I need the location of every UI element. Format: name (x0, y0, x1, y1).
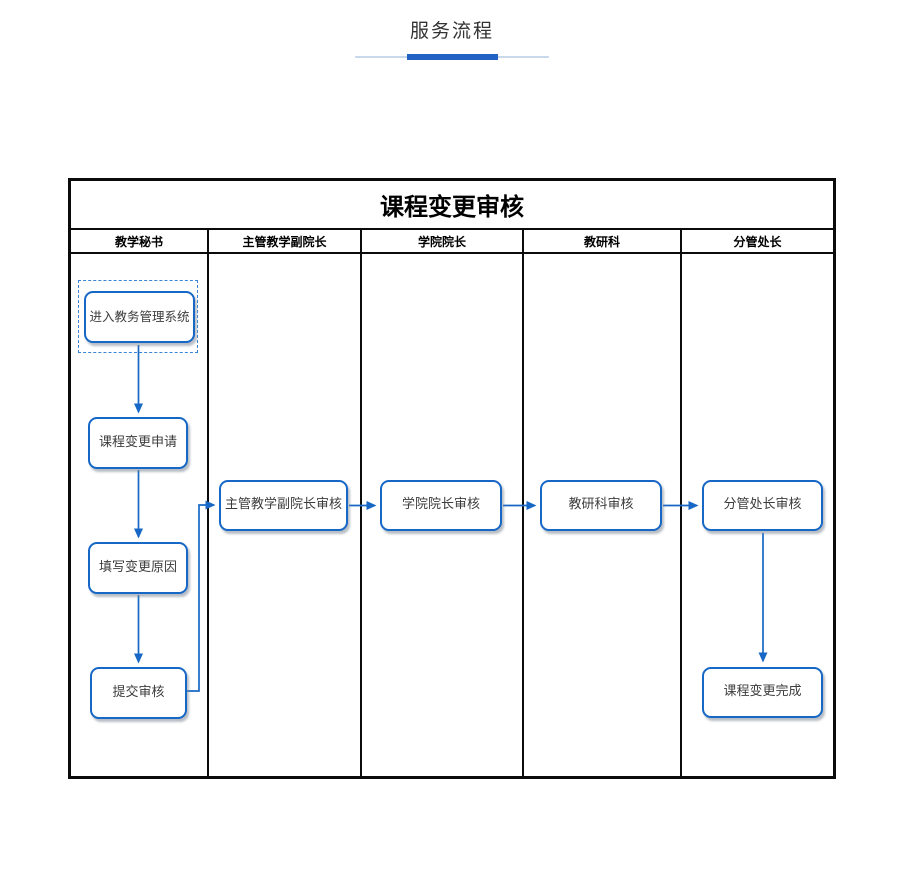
flow-node-submit-review: 提交审核 (90, 667, 187, 719)
flow-node-dean-review: 学院院长审核 (380, 480, 502, 531)
lane-header-dean: 学院院长 (417, 234, 466, 249)
flow-node-enter-system: 进入教务管理系统 (84, 291, 195, 343)
lane-divider (360, 228, 362, 776)
lane-divider (522, 228, 524, 776)
flow-node-change-complete: 课程变更完成 (702, 667, 823, 718)
lane-divider (680, 228, 682, 776)
diagram-title: 课程变更审核 (380, 192, 524, 221)
flow-node-change-request: 课程变更申请 (88, 417, 188, 469)
underline-accent-bar (407, 54, 498, 60)
header-row-divider (71, 252, 833, 254)
swimlane-table-frame (68, 178, 836, 779)
flow-node-research-review: 教研科审核 (540, 480, 662, 531)
flow-node-director-review: 分管处长审核 (702, 480, 823, 531)
lane-header-director: 分管处长 (733, 234, 782, 249)
flow-node-fill-reason: 填写变更原因 (88, 542, 188, 594)
lane-header-teaching-secretary: 教学秘书 (114, 234, 163, 249)
lane-header-research-section: 教研科 (583, 234, 620, 249)
flow-node-vice-dean-review: 主管教学副院长审核 (219, 480, 348, 531)
page-title: 服务流程 (409, 20, 494, 42)
lane-divider (207, 228, 209, 776)
title-underline (355, 54, 549, 60)
title-row-divider (71, 228, 833, 230)
start-node-selection-box (78, 280, 198, 353)
lane-header-vice-dean: 主管教学副院长 (242, 234, 327, 249)
